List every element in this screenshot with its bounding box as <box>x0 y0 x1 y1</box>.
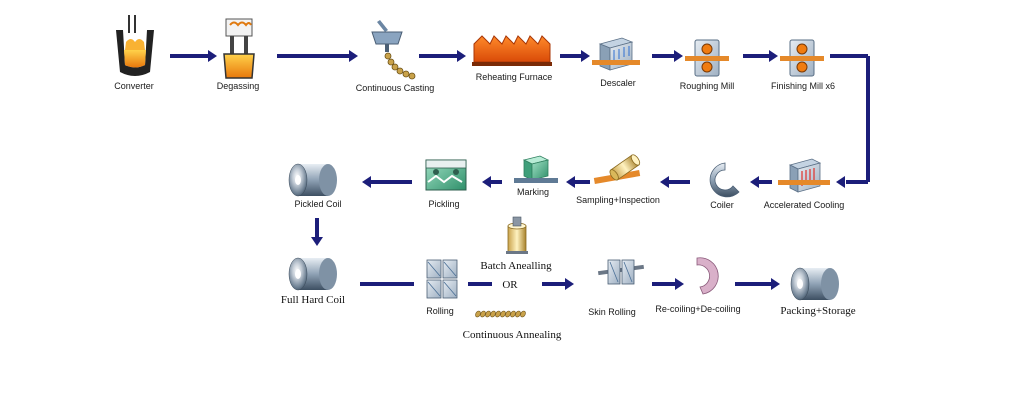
rolling-label: Rolling <box>426 306 454 316</box>
continuous-annealing-icon <box>475 310 526 318</box>
annealing-roller <box>475 310 481 318</box>
converter-icon <box>116 15 154 76</box>
coil-icon <box>790 267 839 301</box>
annealing-roller <box>515 310 521 318</box>
flow-arrow-head <box>482 176 491 188</box>
reheating-furnace-label: Reheating Furnace <box>475 72 553 82</box>
flow-arrow-head <box>566 176 575 188</box>
pickling-icon <box>425 159 467 191</box>
annealing-roller <box>510 310 516 318</box>
roughing-mill-label: Roughing Mill <box>679 81 735 91</box>
annealing-roller <box>485 310 491 318</box>
flow-arrow-head <box>565 278 574 290</box>
continuous-casting-label: Continuous Casting <box>355 83 435 93</box>
recoiler-icon <box>696 257 719 295</box>
flow-arrow-head <box>750 176 759 188</box>
flow-arrow-head <box>674 50 683 62</box>
coiler-icon <box>709 162 740 198</box>
rolling-mill-icon <box>426 259 458 299</box>
annealing-roller <box>490 310 496 318</box>
furnace-icon <box>472 35 552 66</box>
annealing-roller <box>500 310 506 318</box>
skin-rolling-label: Skin Rolling <box>588 307 636 317</box>
annealing-roller <box>495 310 501 318</box>
descaler-icon <box>592 37 640 71</box>
marking-icon <box>514 155 558 183</box>
finishing-mill-label: Finishing Mill x6 <box>770 81 836 91</box>
flow-arrow-head <box>660 176 669 188</box>
flow-arrow-head <box>457 50 466 62</box>
pickled-coil-label: Pickled Coil <box>294 199 342 209</box>
descaler-label: Descaler <box>600 78 636 88</box>
caster-icon <box>371 20 416 80</box>
caster-roll <box>402 70 410 78</box>
flow-arrow-head <box>349 50 358 62</box>
flow-arrow-head <box>311 237 323 246</box>
flow-arrow-head <box>769 50 778 62</box>
degassing-label: Degassing <box>216 81 260 91</box>
accelerated-cooling-label: Accelerated Cooling <box>763 200 845 210</box>
sampling-inspection-label: Sampling+Inspection <box>576 195 660 205</box>
flow-arrow-head <box>208 50 217 62</box>
coil-icon <box>288 163 337 197</box>
annealing-roller <box>480 310 486 318</box>
coil-icon <box>288 257 337 291</box>
marking-label: Marking <box>516 187 550 197</box>
annealing-roller <box>520 310 526 318</box>
caster-roll <box>391 63 399 71</box>
batch-annealing-icon <box>506 216 528 254</box>
inspection-icon <box>593 154 641 184</box>
flow-arrows <box>170 50 870 290</box>
continuous-annealing-label: Continuous Annealing <box>462 329 562 341</box>
recoiling-label: Re-coiling+De-coiling <box>655 304 741 314</box>
converter-label: Converter <box>114 81 154 91</box>
caster-roll <box>384 52 392 60</box>
finishing-mill-icon <box>780 39 824 77</box>
batch-annealing-label: Batch Anealling <box>480 260 552 272</box>
degassing-icon <box>223 18 255 79</box>
coiler-label: Coiler <box>710 200 734 210</box>
or-label: OR <box>502 279 518 291</box>
skin-rolling-icon <box>597 259 645 285</box>
pickling-label: Pickling <box>428 199 460 209</box>
caster-roll <box>396 67 404 75</box>
flow-arrow-head <box>675 278 684 290</box>
caster-roll <box>387 58 395 66</box>
packing-storage-label: Packing+Storage <box>780 305 856 317</box>
flow-arrow-head <box>581 50 590 62</box>
full-hard-coil-label: Full Hard Coil <box>280 294 346 306</box>
roughing-mill-icon <box>685 39 729 77</box>
cooling-icon <box>778 158 830 193</box>
caster-roll <box>408 72 416 80</box>
flow-arrow-head <box>771 278 780 290</box>
annealing-roller <box>505 310 511 318</box>
flow-arrow-head <box>836 176 845 188</box>
flow-arrow-head <box>362 176 371 188</box>
